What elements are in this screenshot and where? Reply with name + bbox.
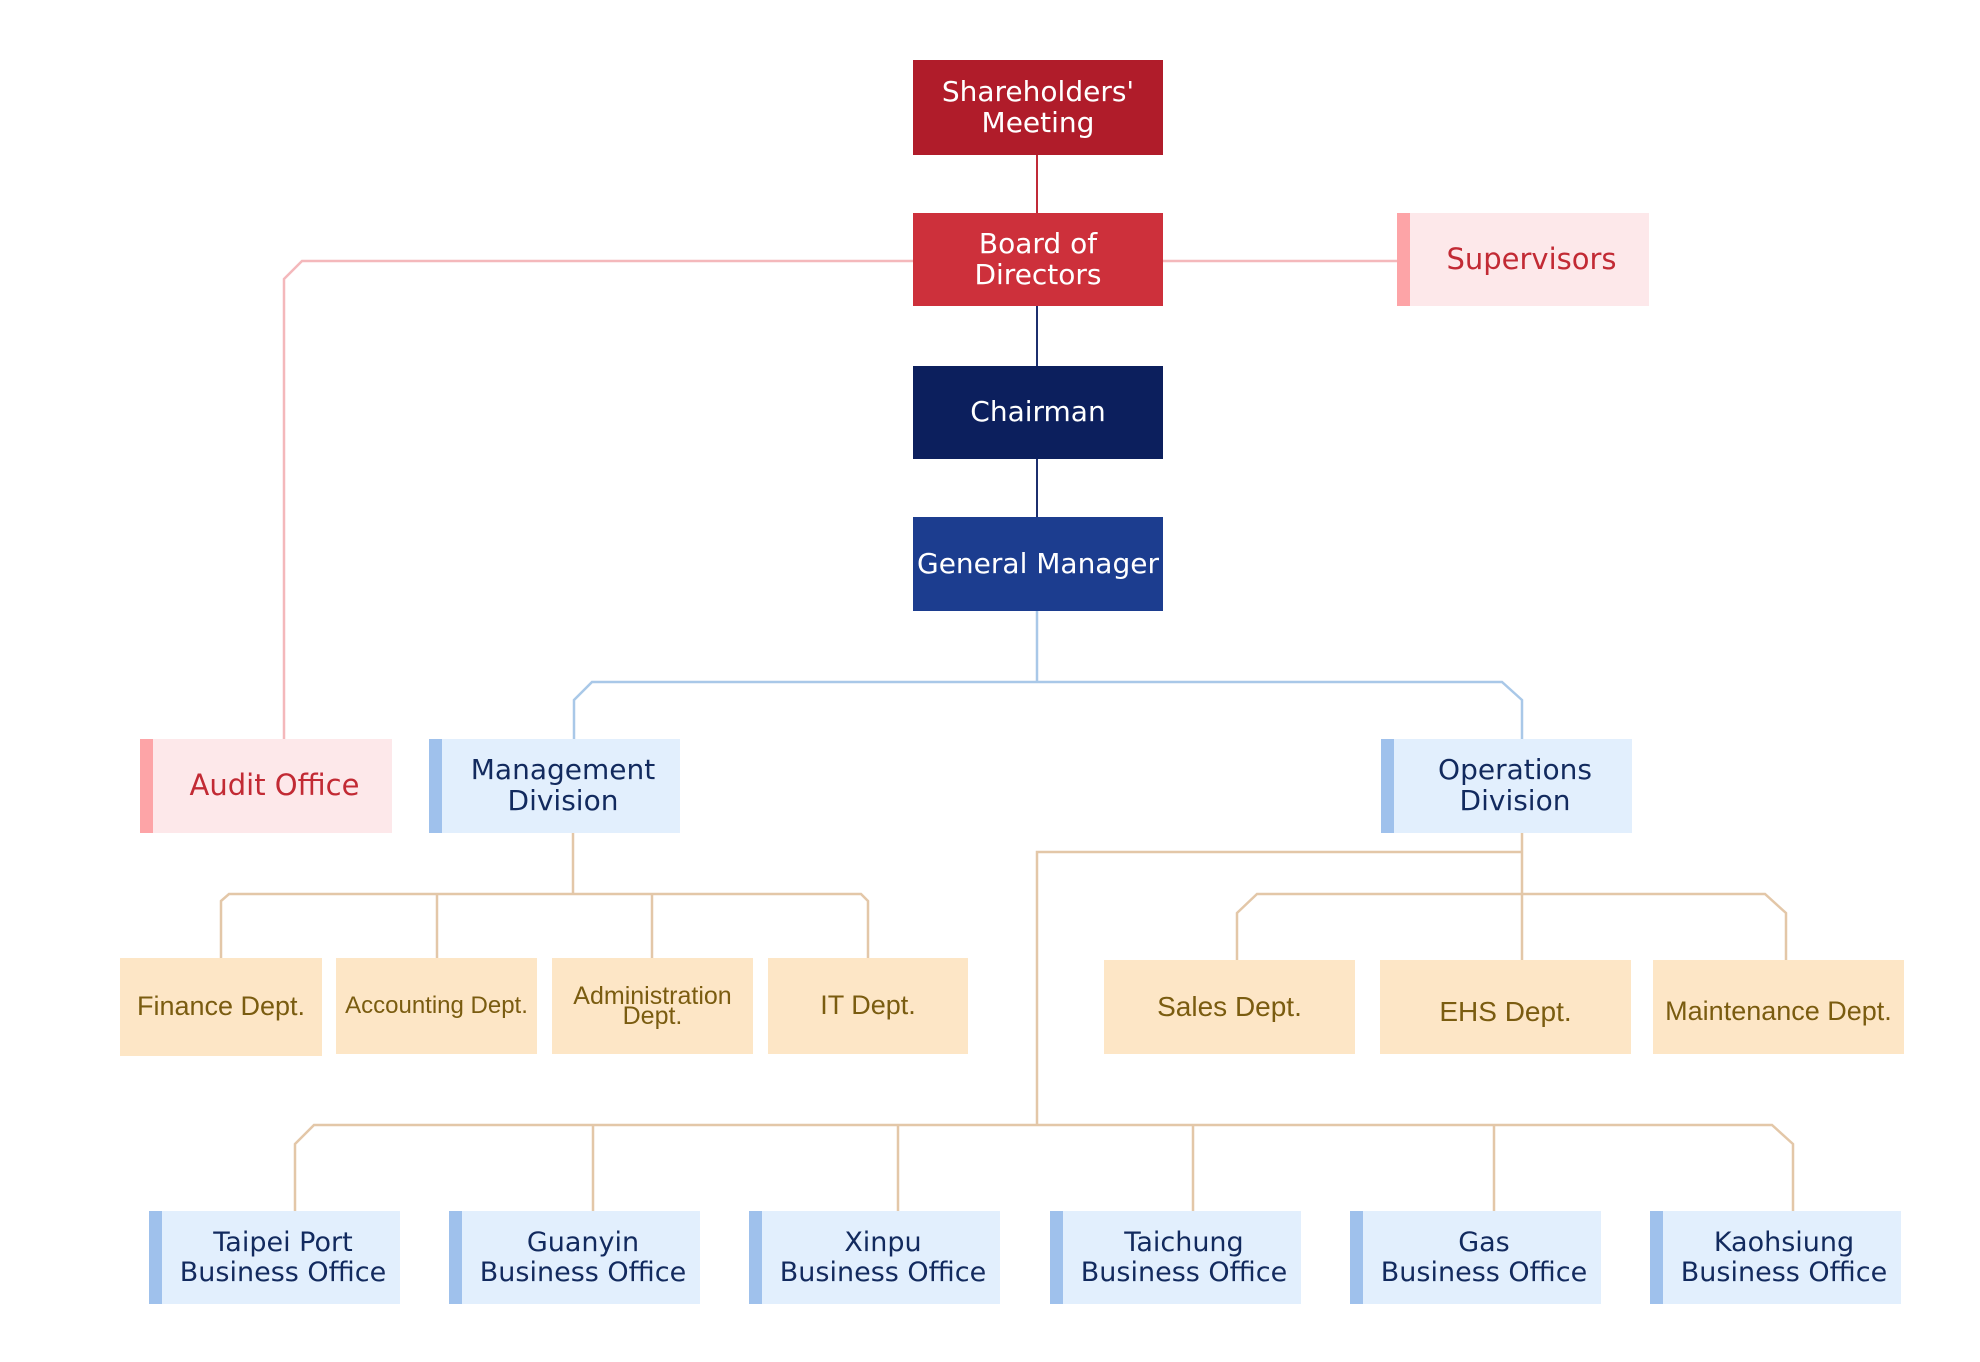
node-label: EHS Dept. xyxy=(1439,995,1572,1027)
node-operations-division: Operations Division xyxy=(1381,739,1632,833)
node-taipei-port-office: Taipei Port Business Office xyxy=(149,1211,400,1304)
node-kaohsiung-office: Kaohsiung Business Office xyxy=(1650,1211,1901,1304)
node-label: Chairman xyxy=(970,395,1106,429)
node-board-of-directors: Board of Directors xyxy=(913,213,1163,306)
node-label: General Manager xyxy=(917,546,1159,580)
node-supervisors: Supervisors xyxy=(1397,213,1649,306)
line-offices-bus xyxy=(293,1123,1795,1211)
node-maintenance-dept: Maintenance Dept. xyxy=(1653,960,1904,1054)
node-finance-dept: Finance Dept. xyxy=(120,958,322,1056)
node-sales-dept: Sales Dept. xyxy=(1104,960,1355,1054)
node-label: Gas Business Office xyxy=(1380,1226,1588,1288)
node-administration-dept: Administration Dept. xyxy=(552,958,753,1054)
node-label: Supervisors xyxy=(1446,241,1617,276)
node-shareholders-meeting: Shareholders' Meeting xyxy=(913,60,1163,155)
node-guanyin-office: Guanyin Business Office xyxy=(449,1211,700,1304)
node-ehs-dept: EHS Dept. xyxy=(1380,960,1631,1054)
line-operations-bus xyxy=(1235,892,1788,960)
line-divisions-bus xyxy=(572,680,1524,739)
node-accounting-dept: Accounting Dept. xyxy=(336,958,537,1054)
node-label: Audit Office xyxy=(189,768,360,803)
node-label: Management Division xyxy=(470,753,656,817)
node-label: Kaohsiung Business Office xyxy=(1680,1226,1888,1288)
line-management-bus xyxy=(219,892,870,958)
node-taichung-office: Taichung Business Office xyxy=(1050,1211,1301,1304)
node-chairman: Chairman xyxy=(913,366,1163,459)
node-label: Guanyin Business Office xyxy=(479,1226,687,1288)
node-label: Sales Dept. xyxy=(1157,990,1302,1022)
line-board-audit xyxy=(282,259,913,739)
node-label: IT Dept. xyxy=(820,990,916,1021)
node-label: Shareholders' Meeting xyxy=(941,74,1135,139)
node-label: Administration Dept. xyxy=(573,981,732,1030)
node-label: Operations Division xyxy=(1438,753,1592,817)
node-xinpu-office: Xinpu Business Office xyxy=(749,1211,1000,1304)
node-general-manager: General Manager xyxy=(913,517,1163,611)
line-operations-offices xyxy=(1035,850,1522,1125)
node-label: Xinpu Business Office xyxy=(779,1226,987,1288)
node-it-dept: IT Dept. xyxy=(768,958,968,1054)
node-gas-office: Gas Business Office xyxy=(1350,1211,1601,1304)
node-management-division: Management Division xyxy=(429,739,680,833)
node-label: Finance Dept. xyxy=(136,991,306,1022)
node-label: Board of Directors xyxy=(974,226,1102,291)
node-label: Accounting Dept. xyxy=(345,991,528,1019)
node-label: Taipei Port Business Office xyxy=(179,1226,387,1288)
node-label: Maintenance Dept. xyxy=(1665,996,1892,1027)
node-audit-office: Audit Office xyxy=(140,739,392,833)
node-label: Taichung Business Office xyxy=(1080,1226,1288,1288)
